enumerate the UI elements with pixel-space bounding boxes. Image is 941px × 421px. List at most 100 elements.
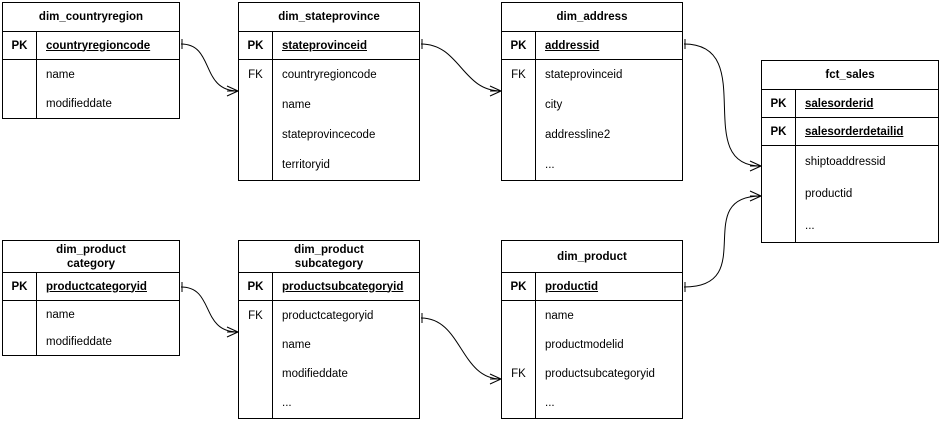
key-badge-empty [3,328,36,355]
key-column [3,60,37,118]
key-badge-empty [762,146,795,178]
key-badge-empty [239,120,272,150]
relationship-address-to-fctsales[interactable] [683,39,762,172]
cardinality-many-marker [749,190,762,202]
key-badge-empty [239,330,272,359]
attribute-name: ... [805,220,815,232]
entity-title-dim_countryregion: dim_countryregion [3,3,179,32]
key-badge-pk: PK [502,32,536,59]
key-row-dim_countryregion-countryregioncode[interactable]: PK countryregioncode [3,32,179,60]
relationship-line [180,286,239,333]
attribute-name: ... [282,397,292,410]
key-row-dim_address-addressid[interactable]: PK addressid [502,32,682,60]
attribute-name: stateprovinceid [545,69,623,81]
entity-title-line: category [67,257,115,270]
key-badge-pk: PK [3,273,37,300]
attribute-list: name modifieddate [37,301,179,355]
attribute-name: ... [545,159,555,171]
attribute-name: name [46,68,75,81]
key-badge-fk: FK [248,309,263,322]
relationship-stateprovince-to-address[interactable] [420,39,502,97]
attribute-name: productid [545,280,599,293]
attribute-name: territoryid [282,159,330,171]
key-badge-empty [3,89,36,118]
cardinality-many-marker [226,85,239,97]
attribute-name: modifieddate [46,335,112,348]
key-row-fct_sales-salesorderid[interactable]: PK salesorderid [762,90,938,118]
attribute-name: countryregioncode [46,39,151,52]
relationship-countryregion-to-stateprovince[interactable] [180,39,239,97]
attribute-name: addressid [545,39,600,52]
attribute-name: productcategoryid [282,309,374,322]
key-column [3,301,37,355]
key-badge-empty [502,301,535,330]
cardinality-many-marker [489,373,502,385]
key-row-dim_productsubcategory-productsubcategoryid[interactable]: PK productsubcategoryid [239,273,419,301]
attribute-name: stateprovinceid [282,39,367,52]
attribute-name: productcategoryid [46,280,147,293]
key-column [762,146,796,242]
key-badge-fk: FK [511,368,526,381]
attribute-name: productmodelid [545,338,624,351]
key-badge-empty [3,60,36,89]
relationship-product-to-fctsales[interactable] [683,190,762,292]
key-badge-empty [239,150,272,180]
entity-title-line: dim_product [557,250,627,263]
key-badge-pk: PK [762,118,796,145]
key-badge-pk: PK [3,32,37,59]
cardinality-many-marker [489,85,502,97]
entity-title-line: dim_product [294,243,364,256]
entity-title-dim_product: dim_product [502,241,682,273]
key-column: FK [502,60,536,180]
entity-title-line: dim_address [556,11,628,23]
key-badge-empty [762,178,795,210]
attribute-name: productsubcategoryid [282,280,404,293]
entity-title-fct_sales: fct_sales [762,61,938,90]
key-badge-empty [502,330,535,359]
key-badge-pk: PK [239,273,273,300]
key-badge-empty [3,301,36,328]
attribute-group-dim_productcategory: name modifieddate [3,301,179,355]
relationship-line [683,43,762,167]
key-column: FK [502,301,536,418]
key-badge-empty [502,389,535,418]
attribute-name: name [282,99,311,111]
entity-title-line: dim_countryregion [38,11,144,23]
key-badge-fk: FK [248,69,263,81]
attribute-name: salesorderid [805,97,874,110]
attribute-name: city [545,99,563,111]
key-row-dim_productcategory-productcategoryid[interactable]: PK productcategoryid [3,273,179,301]
relationship-productcategory-to-subcategory[interactable] [180,282,239,338]
key-badge-pk: PK [762,90,796,117]
relationship-subcategory-to-product[interactable] [420,313,502,385]
entity-title-dim_address: dim_address [502,3,682,32]
entity-title-line: fct_sales [825,69,875,81]
attribute-name: modifieddate [282,368,348,381]
entity-title-line: subcategory [294,257,364,270]
cardinality-many-marker [749,160,762,172]
key-badge-empty [762,210,795,242]
key-badge-pk: PK [239,32,273,59]
attribute-name: name [46,308,75,321]
key-row-dim_stateprovince-stateprovinceid[interactable]: PK stateprovinceid [239,32,419,60]
attribute-name: ... [545,397,555,410]
key-badge-empty [502,90,535,120]
